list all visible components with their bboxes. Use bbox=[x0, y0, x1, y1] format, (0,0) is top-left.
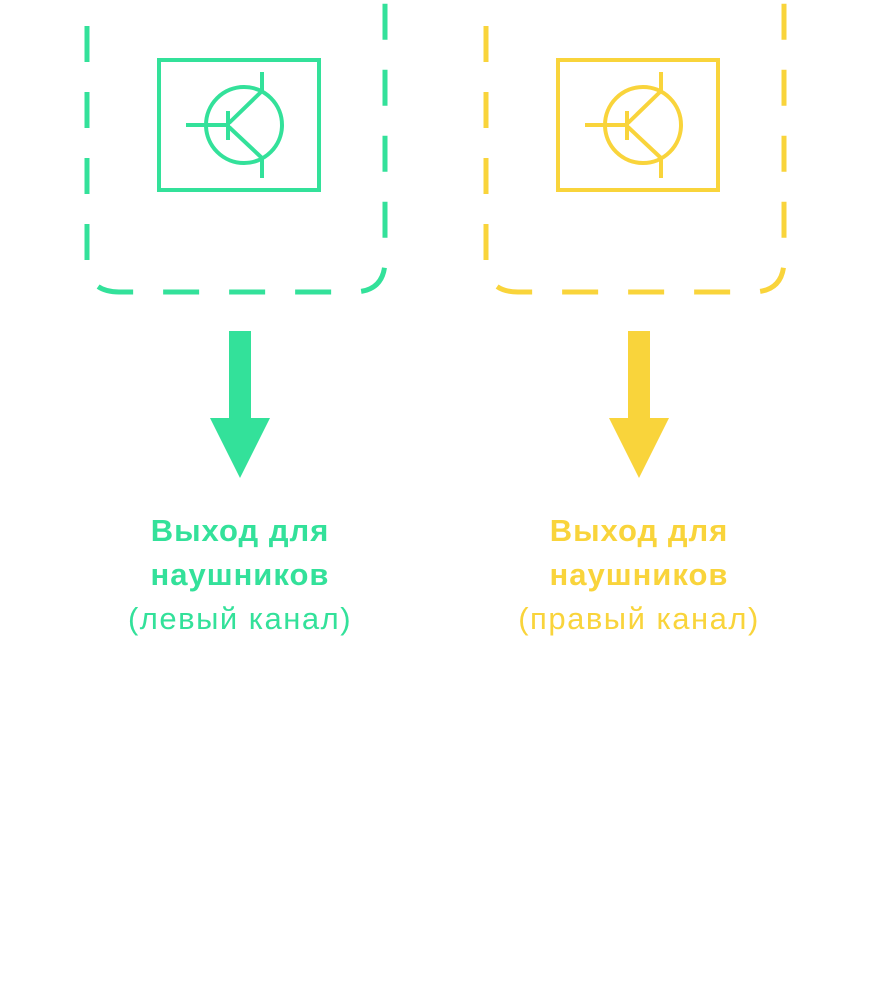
right-channel-label: Выход для наушников (правый канал) bbox=[479, 509, 799, 641]
left-title-line1: Выход для bbox=[150, 513, 330, 548]
right-arrow-down-icon bbox=[609, 331, 669, 478]
right-title-line1: Выход для bbox=[549, 513, 729, 548]
right-channel-block bbox=[483, 0, 787, 295]
left-channel-block bbox=[84, 0, 388, 295]
transistor-icon bbox=[556, 58, 720, 192]
transistor-icon bbox=[157, 58, 321, 192]
left-title-line2: наушников bbox=[150, 557, 330, 592]
left-arrow-down-icon bbox=[210, 331, 270, 478]
right-subtitle: (правый канал) bbox=[518, 601, 760, 636]
right-title-line2: наушников bbox=[549, 557, 729, 592]
dashed-container bbox=[84, 0, 388, 295]
left-subtitle: (левый канал) bbox=[127, 601, 353, 636]
dashed-container bbox=[483, 0, 787, 295]
left-channel-label: Выход для наушников (левый канал) bbox=[80, 509, 400, 641]
